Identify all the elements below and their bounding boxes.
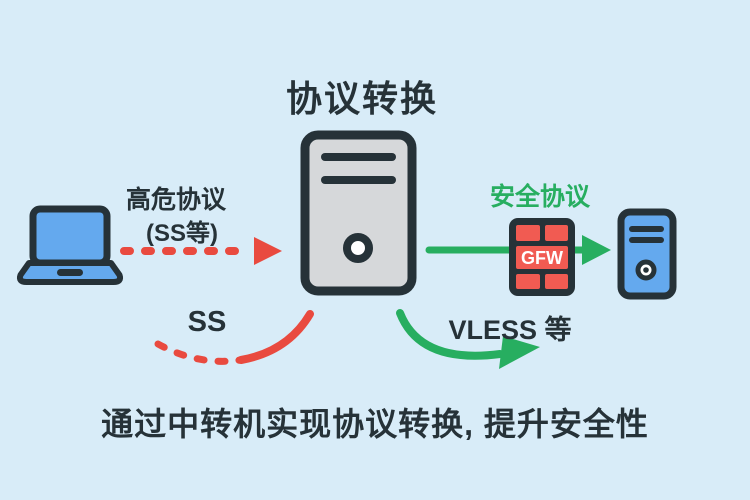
gfw-brick-icon: GFW xyxy=(509,218,575,296)
ss-curve-arrow xyxy=(154,310,314,365)
gfw-label: GFW xyxy=(521,248,563,268)
safe-protocol-label: 安全协议 xyxy=(489,183,591,211)
vless-curve-arrow xyxy=(396,309,540,369)
destination-server-icon xyxy=(617,208,677,300)
ss-curve-label: SS xyxy=(187,306,227,338)
risky-dashed-arrow xyxy=(120,237,282,265)
vless-curve-label: VLESS 等 xyxy=(448,315,572,345)
relay-server-icon xyxy=(300,130,417,296)
diagram-title: 协议转换 xyxy=(285,78,439,119)
risky-protocol-label: 高危协议 xyxy=(125,186,227,214)
laptop-icon xyxy=(16,205,124,285)
caption-text: 通过中转机实现协议转换, 提升安全性 xyxy=(101,406,649,442)
risky-protocol-sublabel: (SS等) xyxy=(146,220,218,247)
